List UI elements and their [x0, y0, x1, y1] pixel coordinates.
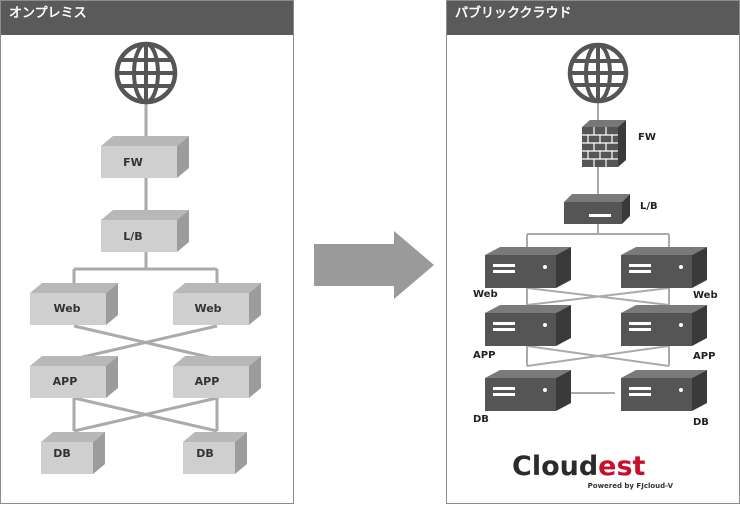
panel-title: オンプレミス — [1, 1, 293, 35]
web-left-box: Web — [30, 283, 118, 325]
app-right-label: APP — [693, 351, 715, 362]
server-icon — [621, 370, 707, 411]
globe-icon — [114, 41, 178, 105]
lb-label: L/B — [123, 230, 142, 243]
fw-box: FW — [101, 136, 189, 178]
app-right-box: APP — [173, 356, 261, 398]
web-left-label: Web — [473, 289, 498, 300]
app-left-label: APP — [53, 375, 78, 388]
app-left-label: APP — [473, 350, 495, 361]
on-premises-panel: オンプレミス — [0, 0, 294, 504]
server-icon — [485, 305, 571, 346]
logo-tagline: Powered by FJcloud-V — [588, 482, 674, 490]
app-right-label: APP — [195, 375, 220, 388]
db-left-label: DB — [473, 414, 489, 425]
lb-box: L/B — [101, 210, 189, 252]
lb-server-icon: L/B — [564, 194, 658, 224]
db-right-box: DB — [183, 432, 247, 474]
db-left-box: DB — [41, 432, 105, 474]
on-premises-diagram: FW L/B Web Web APP — [30, 41, 261, 474]
server-icon — [621, 247, 707, 288]
connectors — [526, 102, 670, 394]
db-right-label: DB — [196, 447, 214, 460]
connectors — [72, 103, 219, 433]
fw-label: FW — [638, 132, 656, 143]
web-right-label: Web — [194, 302, 221, 315]
db-left-label: DB — [53, 447, 71, 460]
server-icon — [485, 247, 571, 288]
arrow-right-icon — [314, 231, 434, 299]
lb-label: L/B — [640, 201, 658, 212]
web-right-label: Web — [693, 290, 718, 301]
fw-label: FW — [123, 156, 143, 169]
panel-title: パブリッククラウド — [447, 1, 739, 35]
server-icon — [621, 305, 707, 346]
public-cloud-diagram: FW L/B Web Web — [473, 42, 718, 490]
web-left-label: Web — [53, 302, 80, 315]
server-icon — [485, 370, 571, 411]
public-cloud-panel: パブリッククラウド — [446, 0, 740, 504]
app-left-box: APP — [30, 356, 118, 398]
brick-wall-icon: FW — [582, 120, 656, 167]
logo-text: Cloudest — [512, 451, 646, 482]
cloudest-logo: Cloudest Powered by FJcloud-V — [512, 451, 674, 490]
web-right-box: Web — [173, 283, 261, 325]
globe-icon — [567, 42, 629, 104]
db-right-label: DB — [693, 417, 709, 428]
